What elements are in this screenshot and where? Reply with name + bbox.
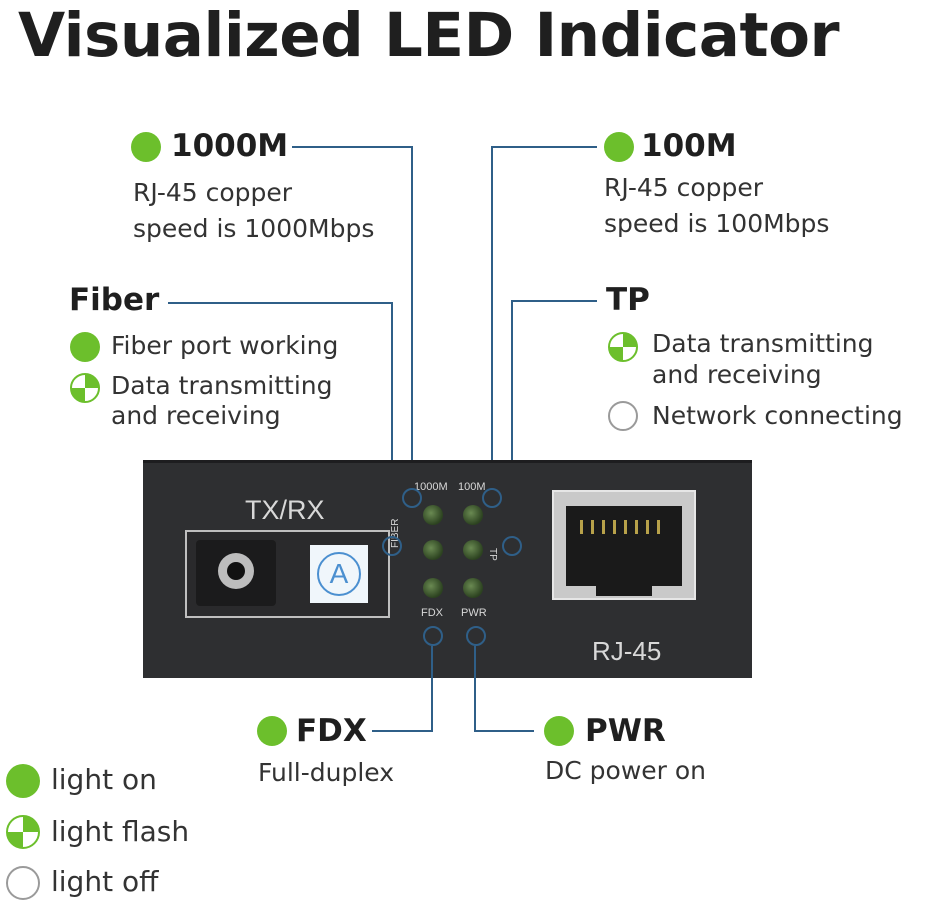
desc-100m-line1: RJ-45 copper — [604, 173, 764, 202]
desc-100m-line2: speed is 100Mbps — [604, 209, 830, 238]
tp-state-connecting: Network connecting — [652, 401, 903, 430]
leader-line-tp — [511, 300, 597, 302]
callout-ring-fdx — [423, 626, 443, 646]
leader-line-fiber — [168, 302, 393, 304]
legend-light-on: light on — [51, 763, 157, 796]
rj45-label: RJ-45 — [592, 636, 662, 666]
leader-line-1000m — [411, 146, 413, 490]
legend-light-flash: light flash — [51, 815, 190, 848]
callout-ring-pwr — [466, 626, 486, 646]
leader-line-1000m — [292, 146, 413, 148]
led-tp — [463, 540, 483, 560]
leader-line-fdx — [431, 646, 433, 732]
led-label-1000m: 1000M — [414, 481, 448, 493]
legend-off-icon — [6, 866, 40, 900]
leader-line-pwr — [474, 646, 476, 732]
callout-ring-100m — [482, 488, 502, 508]
leader-line-fdx — [372, 730, 433, 732]
rj45-pins — [580, 520, 668, 534]
led-on-icon — [70, 332, 100, 362]
led-fdx — [423, 578, 443, 598]
led-on-icon — [257, 716, 287, 746]
led-label-100m: 100M — [458, 481, 486, 493]
desc-pwr: DC power on — [545, 756, 707, 785]
tx-rx-label: TX/RX — [245, 495, 325, 525]
label-pwr: PWR — [585, 713, 666, 749]
led-fiber — [423, 540, 443, 560]
leader-line-fiber — [391, 302, 393, 538]
led-flash-icon — [608, 332, 638, 362]
leader-line-100m — [491, 146, 597, 148]
led-pwr — [463, 578, 483, 598]
led-on-icon — [131, 132, 161, 162]
led-100m — [463, 505, 483, 525]
tp-state-data-line1: Data transmitting — [652, 329, 874, 358]
led-on-icon — [544, 716, 574, 746]
led-label-tp: TP — [487, 548, 498, 561]
tp-state-data-line2: and receiving — [652, 360, 822, 389]
desc-1000m-line1: RJ-45 copper — [133, 178, 293, 207]
label-fiber: Fiber — [69, 282, 160, 318]
mode-badge-letter: A — [317, 552, 361, 596]
desc-fdx: Full-duplex — [258, 758, 395, 787]
rj45-socket — [566, 506, 682, 586]
led-label-fdx: FDX — [421, 607, 443, 619]
label-tp: TP — [606, 282, 650, 318]
leader-line-tp — [511, 300, 513, 538]
desc-1000m-line2: speed is 1000Mbps — [133, 214, 375, 243]
label-fdx: FDX — [296, 713, 367, 749]
page-title: Visualized LED Indicator — [18, 0, 840, 71]
legend-on-icon — [6, 764, 40, 798]
legend-light-off: light off — [51, 865, 159, 898]
fiber-state-working: Fiber port working — [111, 331, 339, 360]
callout-ring-fiber — [382, 536, 402, 556]
led-flash-icon — [70, 373, 100, 403]
rj45-socket-tab — [596, 586, 652, 596]
fiber-state-data-line2: and receiving — [111, 401, 281, 430]
led-1000m — [423, 505, 443, 525]
led-label-pwr: PWR — [461, 607, 487, 619]
led-on-icon — [604, 132, 634, 162]
leader-line-pwr — [474, 730, 534, 732]
led-off-icon — [608, 401, 638, 431]
fiber-state-data-line1: Data transmitting — [111, 371, 333, 400]
callout-ring-1000m — [402, 488, 422, 508]
leader-line-100m — [491, 146, 493, 490]
label-100m: 100M — [641, 128, 737, 164]
sc-connector-core — [227, 562, 245, 580]
legend-flash-icon — [6, 815, 40, 849]
label-1000m: 1000M — [171, 128, 289, 164]
callout-ring-tp — [502, 536, 522, 556]
